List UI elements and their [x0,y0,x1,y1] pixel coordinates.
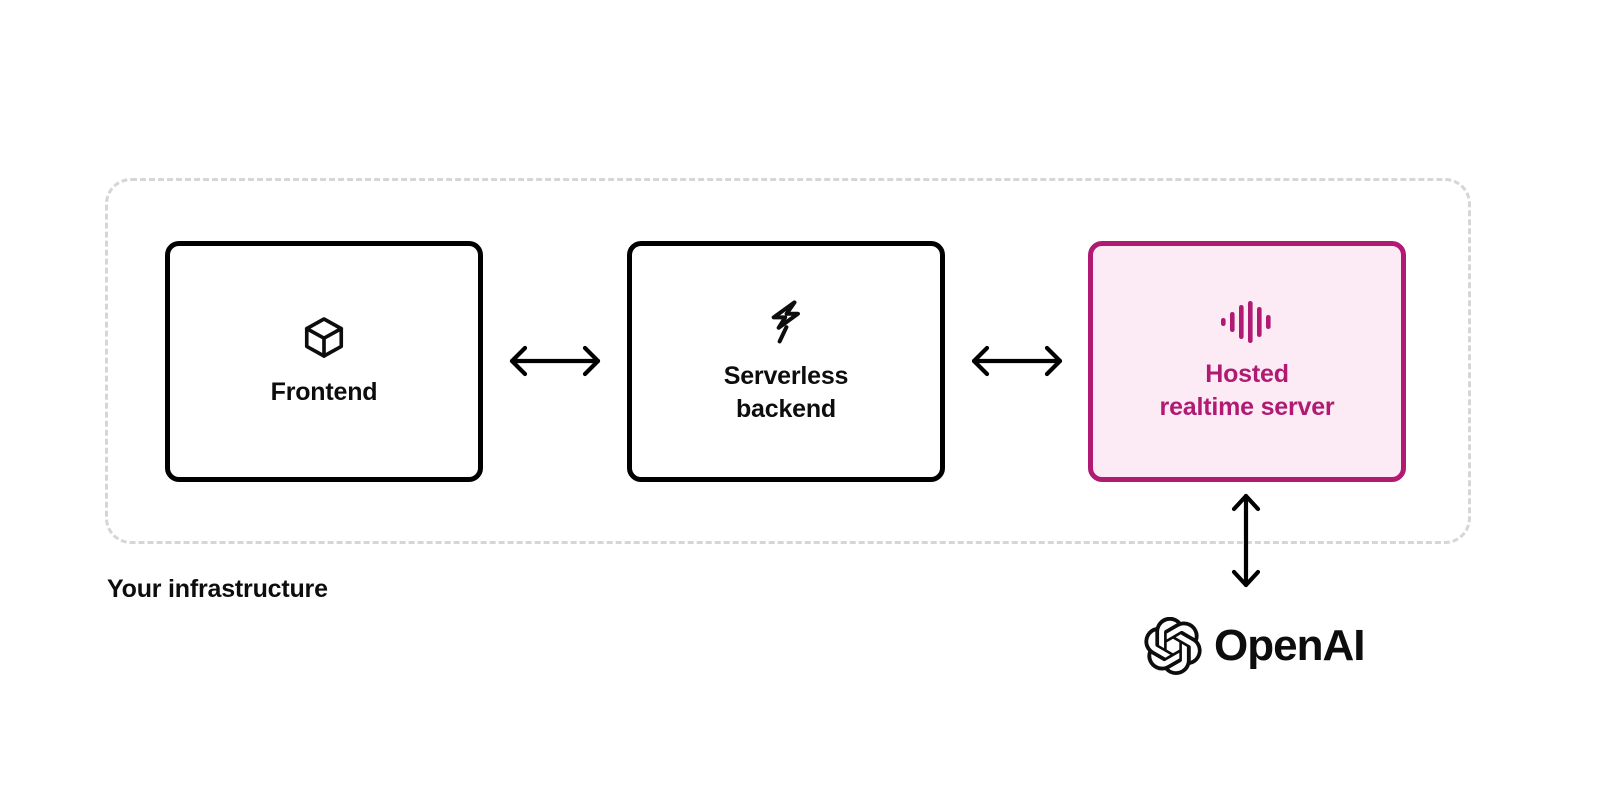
your-infrastructure-boundary [105,178,1471,544]
node-serverless-backend[interactable]: Serverless backend [627,241,945,482]
connector-backend-to-hosted [967,338,1067,384]
your-infrastructure-label: Your infrastructure [107,575,328,603]
audio-waveform-icon [1219,300,1275,344]
node-frontend-label: Frontend [270,378,378,407]
connector-frontend-to-backend [505,338,605,384]
openai-blossom-logo-icon [1144,616,1202,676]
node-frontend[interactable]: Frontend [165,241,483,482]
openai-wordmark: OpenAI [1214,621,1365,670]
cube-icon [301,314,347,362]
connector-hosted-to-openai [1226,489,1266,592]
node-serverless-backend-label: Serverless backend [723,362,849,423]
node-hosted-realtime-server-label: Hosted realtime server [1159,360,1335,421]
lightning-bolt-icon [761,298,811,346]
openai-lockup: OpenAI [1144,616,1365,676]
node-hosted-realtime-server[interactable]: Hosted realtime server [1088,241,1406,482]
